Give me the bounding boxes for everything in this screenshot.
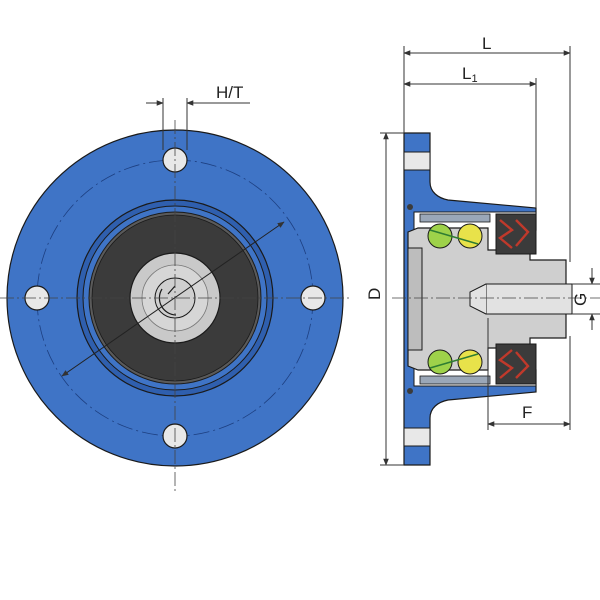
ht-label: H/T bbox=[216, 83, 243, 102]
seal-bottom-lip bbox=[497, 349, 530, 379]
side-view: L L1 D G F bbox=[365, 34, 600, 466]
bearing-balls-bottom bbox=[427, 349, 483, 375]
L1-label-main: L bbox=[462, 64, 471, 83]
F-label: F bbox=[522, 403, 532, 422]
circlip-bottom bbox=[407, 388, 413, 394]
G-label: G bbox=[571, 293, 590, 306]
seal-top-lip bbox=[497, 219, 530, 249]
D-label: D bbox=[365, 288, 384, 300]
ball-top-highlight bbox=[429, 229, 479, 245]
ball-bottom-2 bbox=[457, 349, 483, 375]
hub-front-face bbox=[407, 247, 423, 351]
seals bbox=[495, 213, 537, 385]
L-dimension: L bbox=[403, 34, 571, 262]
flange-hole-top bbox=[403, 151, 431, 171]
circlip-top bbox=[407, 204, 413, 210]
L1-dimension: L1 bbox=[403, 64, 537, 208]
outer-race-top bbox=[419, 213, 491, 223]
L1-label-subscript: 1 bbox=[471, 73, 477, 85]
outer-race-bottom bbox=[419, 375, 491, 385]
flange-hole-bottom bbox=[403, 427, 431, 447]
G-dimension: G bbox=[571, 268, 600, 330]
ball-top-2 bbox=[457, 223, 483, 249]
ht-dimension: H/T bbox=[146, 83, 250, 150]
ball-bottom-highlight bbox=[429, 353, 479, 369]
front-view: H/T bbox=[0, 83, 350, 492]
diameter-dimension-line bbox=[61, 221, 285, 377]
bore-tip bbox=[469, 283, 487, 315]
F-dimension: F bbox=[487, 318, 571, 430]
D-dimension: D bbox=[365, 132, 404, 466]
L-label: L bbox=[482, 34, 491, 53]
L1-label: L1 bbox=[462, 64, 478, 85]
bearing-balls-top bbox=[427, 223, 483, 249]
shaft-bore-hidden bbox=[485, 283, 573, 315]
